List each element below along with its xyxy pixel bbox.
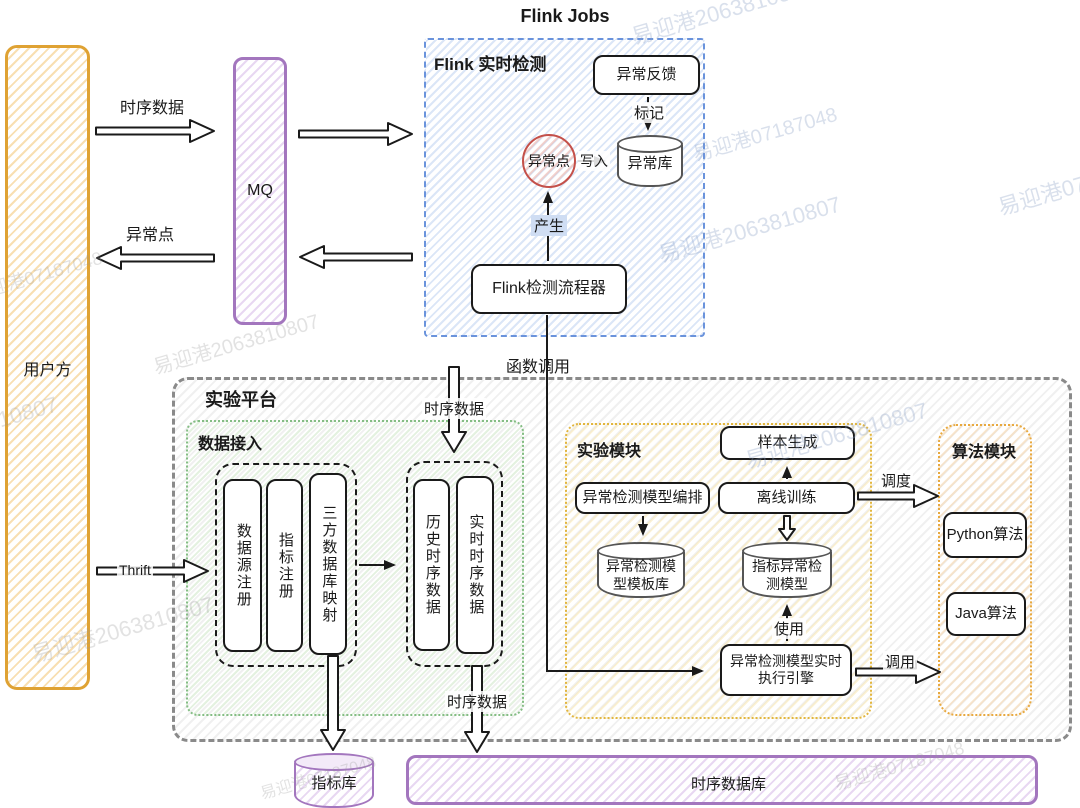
timeseries-group: [406, 461, 503, 667]
realtime-ts-text: 实时时序数据: [467, 514, 485, 616]
experiment-module-label: 实验模块: [577, 443, 642, 460]
offline-train-node: 离线训练: [718, 482, 855, 514]
model-arrange-node: 异常检测模型编排: [575, 482, 710, 514]
anomaly-db-cylinder: 异常库: [617, 135, 683, 187]
offline-train-text: 离线训练: [756, 488, 817, 506]
anomaly-feedback-text: 异常反馈: [616, 65, 677, 83]
history-ts-node: 历史时序数据: [413, 479, 450, 651]
rt-engine-node: 异常检测模型实时执行引擎: [720, 644, 852, 696]
label-use: 使用: [772, 618, 807, 639]
arrow-mq-to-flink: [298, 122, 413, 146]
label-anomaly-point: 异常点: [126, 227, 175, 244]
mq-box: MQ: [233, 57, 287, 325]
user-side-box: 用户方: [5, 45, 90, 690]
third-db-mapping-node: 三方数据库映射: [309, 473, 347, 655]
label-func-call: 函数调用: [506, 359, 571, 376]
history-ts-text: 历史时序数据: [423, 514, 441, 616]
label-ts-data-2: 时序数据: [422, 398, 487, 419]
anomaly-feedback-node: 异常反馈: [593, 55, 700, 95]
java-algo-text: Java算法: [955, 604, 1017, 622]
arrow-mq-to-user: [96, 246, 215, 270]
flink-detector-text: Flink检测流程器: [492, 280, 606, 297]
label-ts-data-1: 时序数据: [120, 100, 185, 117]
java-algo-node: Java算法: [946, 592, 1026, 636]
data-access-label: 数据接入: [198, 436, 263, 453]
anomaly-point-circle: 异常点: [522, 134, 576, 188]
realtime-ts-node: 实时时序数据: [456, 476, 494, 654]
label-invoke: 调用: [883, 651, 918, 672]
metric-db-text: 指标库: [311, 775, 357, 792]
python-algo-node: Python算法: [943, 512, 1027, 558]
arrow-user-to-mq: [95, 119, 215, 143]
model-template-db-cylinder: 异常检测模型模板库: [597, 542, 685, 598]
label-ts-data-3: 时序数据: [445, 691, 510, 712]
timeseries-db-box: 时序数据库: [406, 755, 1038, 805]
anomaly-point-text: 异常点: [528, 153, 570, 169]
metric-register-node: 指标注册: [266, 479, 303, 652]
watermark: 易迎港07187048: [690, 103, 840, 167]
datasource-register-node: 数据源注册: [223, 479, 262, 652]
experiment-platform-label: 实验平台: [205, 390, 277, 410]
label-produce: 产生: [531, 215, 568, 236]
anomaly-db-text: 异常库: [627, 155, 673, 172]
algorithm-module-label: 算法模块: [952, 444, 1017, 461]
arrow-flink-to-mq: [299, 245, 413, 269]
datasource-register-text: 数据源注册: [234, 523, 252, 608]
watermark: 易迎港07187048: [995, 150, 1080, 221]
user-side-label: 用户方: [23, 362, 72, 379]
metric-model-db-text: 指标异常检测模型: [752, 558, 822, 592]
algorithm-module-zone: 算法模块: [938, 424, 1032, 716]
python-algo-text: Python算法: [946, 525, 1024, 543]
metric-register-text: 指标注册: [276, 531, 294, 600]
flink-detector-node: Flink检测流程器: [471, 264, 627, 314]
diagram-title: Flink Jobs: [520, 6, 610, 26]
flink-realtime-zone-label: Flink 实时检测: [434, 55, 547, 74]
label-thrift: Thrift: [117, 562, 153, 578]
label-schedule: 调度: [879, 470, 914, 491]
label-write: 写入: [578, 151, 610, 171]
model-template-db-text: 异常检测模型模板库: [606, 558, 676, 592]
timeseries-db-label: 时序数据库: [691, 776, 767, 793]
third-db-mapping-text: 三方数据库映射: [320, 504, 338, 624]
rt-engine-text: 异常检测模型实时执行引擎: [730, 652, 842, 687]
metric-db-cylinder: 指标库: [294, 753, 374, 808]
sample-gen-text: 样本生成: [757, 433, 818, 451]
model-arrange-text: 异常检测模型编排: [582, 488, 703, 506]
metric-model-db-cylinder: 指标异常检测模型: [742, 542, 832, 598]
register-group: [215, 463, 357, 667]
mq-label: MQ: [247, 182, 273, 199]
sample-gen-node: 样本生成: [720, 426, 855, 460]
label-mark: 标记: [632, 102, 667, 123]
